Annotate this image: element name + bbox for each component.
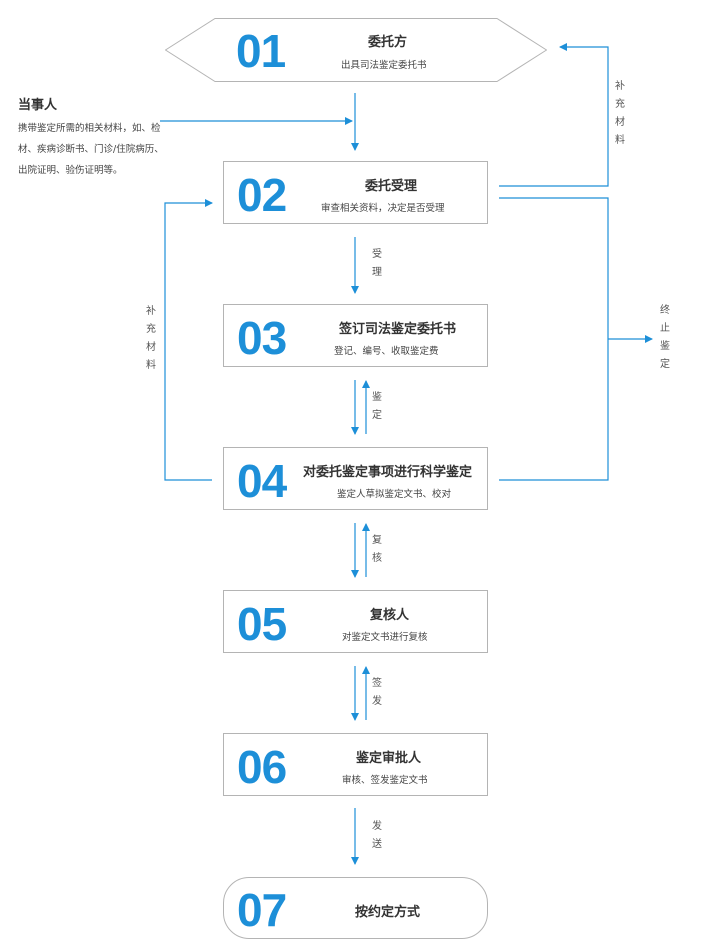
label-appraise: 鉴定 — [372, 392, 382, 421]
step-desc: 审核、签发鉴定文书 — [342, 775, 428, 786]
party-desc: 携带鉴定所需的相关材料，如、检材、疾病诊断书、门诊/住院病历、出院证明、验伤证明… — [18, 123, 164, 176]
step-desc: 出具司法鉴定委托书 — [341, 60, 427, 71]
line-terminate-top — [499, 197, 609, 481]
step-07: 07 按约定方式 — [223, 877, 488, 939]
step-desc: 鉴定人草拟鉴定文书、校对 — [337, 489, 452, 500]
step-06: 06 鉴定审批人 审核、签发鉴定文书 — [223, 733, 488, 796]
label-supplement-left: 补充材料 — [146, 306, 156, 371]
step-title: 委托受理 — [365, 179, 418, 194]
arrow-supplement-right — [499, 43, 609, 187]
step-desc: 登记、编号、收取鉴定费 — [334, 346, 439, 357]
step-number: 06 — [237, 741, 287, 793]
arrow-supplement-left — [164, 199, 213, 481]
label-sign: 签发 — [372, 678, 382, 707]
step-title: 签订司法鉴定委托书 — [339, 322, 457, 337]
step-desc: 对鉴定文书进行复核 — [342, 632, 428, 643]
label-review: 复核 — [372, 535, 382, 564]
step-05: 05 复核人 对鉴定文书进行复核 — [223, 590, 488, 653]
step-number: 01 — [236, 25, 286, 77]
step-title: 鉴定审批人 — [356, 751, 422, 766]
step-03: 03 签订司法鉴定委托书 登记、编号、收取鉴定费 — [223, 304, 488, 367]
step-desc: 审查相关资料，决定是否受理 — [321, 203, 445, 214]
label-send: 发送 — [372, 821, 382, 850]
step-title: 按约定方式 — [355, 905, 421, 920]
step-number: 05 — [237, 598, 287, 650]
step-02: 02 委托受理 审查相关资料，决定是否受理 — [223, 161, 488, 224]
hexagon-shape — [165, 18, 547, 82]
label-accept: 受理 — [372, 249, 382, 278]
step-04: 04 对委托鉴定事项进行科学鉴定 鉴定人草拟鉴定文书、校对 — [223, 447, 488, 510]
step-number: 07 — [237, 884, 287, 936]
step-title: 复核人 — [370, 608, 410, 623]
step-title: 委托方 — [368, 35, 408, 50]
party-title: 当事人 — [18, 98, 58, 113]
step-number: 02 — [237, 169, 287, 221]
label-supplement-right: 补充材料 — [615, 81, 625, 146]
step-title: 对委托鉴定事项进行科学鉴定 — [303, 465, 473, 480]
step-number: 04 — [237, 455, 287, 507]
step-01: 01 委托方 出具司法鉴定委托书 — [165, 18, 547, 82]
label-terminate: 终止鉴定 — [660, 305, 670, 370]
step-number: 03 — [237, 312, 287, 364]
